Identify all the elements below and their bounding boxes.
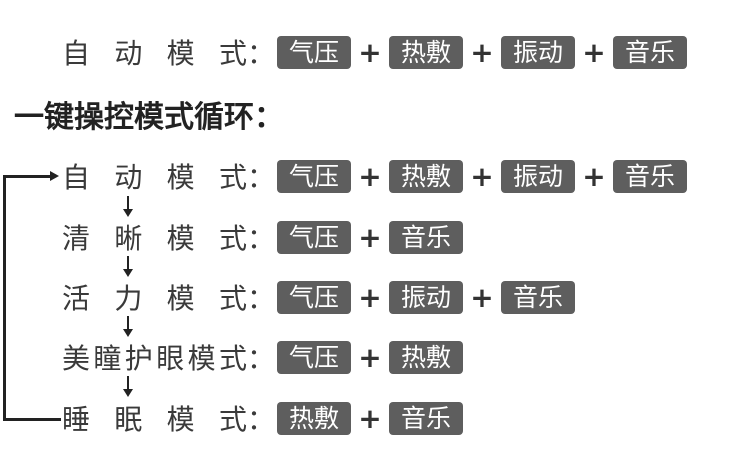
cycle-row-eye-care: 美瞳护眼模式 ： 气压 + 热敷 <box>62 337 463 377</box>
plus-sign: + <box>582 159 606 193</box>
plus-sign: + <box>358 220 382 254</box>
plus-sign: + <box>582 35 606 69</box>
down-arrow-icon <box>123 209 133 217</box>
mode-label: 活力模式 <box>62 282 247 315</box>
plus-sign: + <box>470 159 494 193</box>
feature-tag: 热敷 <box>389 340 463 374</box>
mode-label: 睡眠模式 <box>62 403 247 436</box>
colon: ： <box>247 222 276 255</box>
plus-sign: + <box>358 159 382 193</box>
colon: ： <box>247 161 276 194</box>
down-arrow-stem <box>127 316 129 330</box>
feature-tag: 热敷 <box>389 35 463 69</box>
feature-tag: 气压 <box>277 340 351 374</box>
feature-tag: 音乐 <box>501 280 575 314</box>
mode-label: 自动模式 <box>62 37 247 70</box>
feature-tag: 振动 <box>501 159 575 193</box>
loop-arrow-bottom <box>3 418 61 421</box>
plus-sign: + <box>470 35 494 69</box>
plus-sign: + <box>358 340 382 374</box>
loop-arrow-top <box>3 175 51 178</box>
mode-label: 美瞳护眼模式 <box>62 342 247 375</box>
plus-sign: + <box>358 280 382 314</box>
cycle-row-auto: 自动模式 ： 气压 + 热敷 + 振动 + 音乐 <box>62 156 687 196</box>
mode-label: 清晰模式 <box>62 222 247 255</box>
section-heading: 一键操控模式循环： <box>14 100 284 135</box>
plus-sign: + <box>470 280 494 314</box>
feature-tag: 热敷 <box>277 401 351 435</box>
plus-sign: + <box>358 401 382 435</box>
feature-tags: 气压 + 热敷 <box>277 340 463 374</box>
down-arrow-icon <box>123 389 133 397</box>
plus-sign: + <box>358 35 382 69</box>
loop-arrow-vertical <box>3 175 6 421</box>
top-mode-row: 自动模式 ： 气压 + 热敷 + 振动 + 音乐 <box>62 32 687 72</box>
colon: ： <box>247 403 276 436</box>
feature-tag: 气压 <box>277 220 351 254</box>
feature-tag: 音乐 <box>613 35 687 69</box>
colon: ： <box>247 282 276 315</box>
loop-arrowhead-icon <box>50 171 59 181</box>
feature-tags: 气压 + 热敷 + 振动 + 音乐 <box>277 35 687 69</box>
down-arrow-icon <box>123 269 133 277</box>
feature-tag: 气压 <box>277 35 351 69</box>
feature-tag: 音乐 <box>613 159 687 193</box>
mode-label: 自动模式 <box>62 161 247 194</box>
down-arrow-icon <box>123 329 133 337</box>
cycle-row-vitality: 活力模式 ： 气压 + 振动 + 音乐 <box>62 277 575 317</box>
colon: ： <box>247 37 276 70</box>
cycle-row-sleep: 睡眠模式 ： 热敷 + 音乐 <box>62 398 463 438</box>
down-arrow-stem <box>127 196 129 210</box>
cycle-row-clear: 清晰模式 ： 气压 + 音乐 <box>62 217 463 257</box>
feature-tag: 振动 <box>501 35 575 69</box>
colon: ： <box>247 342 276 375</box>
feature-tag: 气压 <box>277 280 351 314</box>
feature-tag: 音乐 <box>389 401 463 435</box>
feature-tags: 气压 + 音乐 <box>277 220 463 254</box>
feature-tags: 气压 + 热敷 + 振动 + 音乐 <box>277 159 687 193</box>
feature-tag: 振动 <box>389 280 463 314</box>
down-arrow-stem <box>127 376 129 390</box>
feature-tag: 音乐 <box>389 220 463 254</box>
feature-tags: 气压 + 振动 + 音乐 <box>277 280 575 314</box>
down-arrow-stem <box>127 256 129 270</box>
feature-tag: 热敷 <box>389 159 463 193</box>
feature-tag: 气压 <box>277 159 351 193</box>
feature-tags: 热敷 + 音乐 <box>277 401 463 435</box>
